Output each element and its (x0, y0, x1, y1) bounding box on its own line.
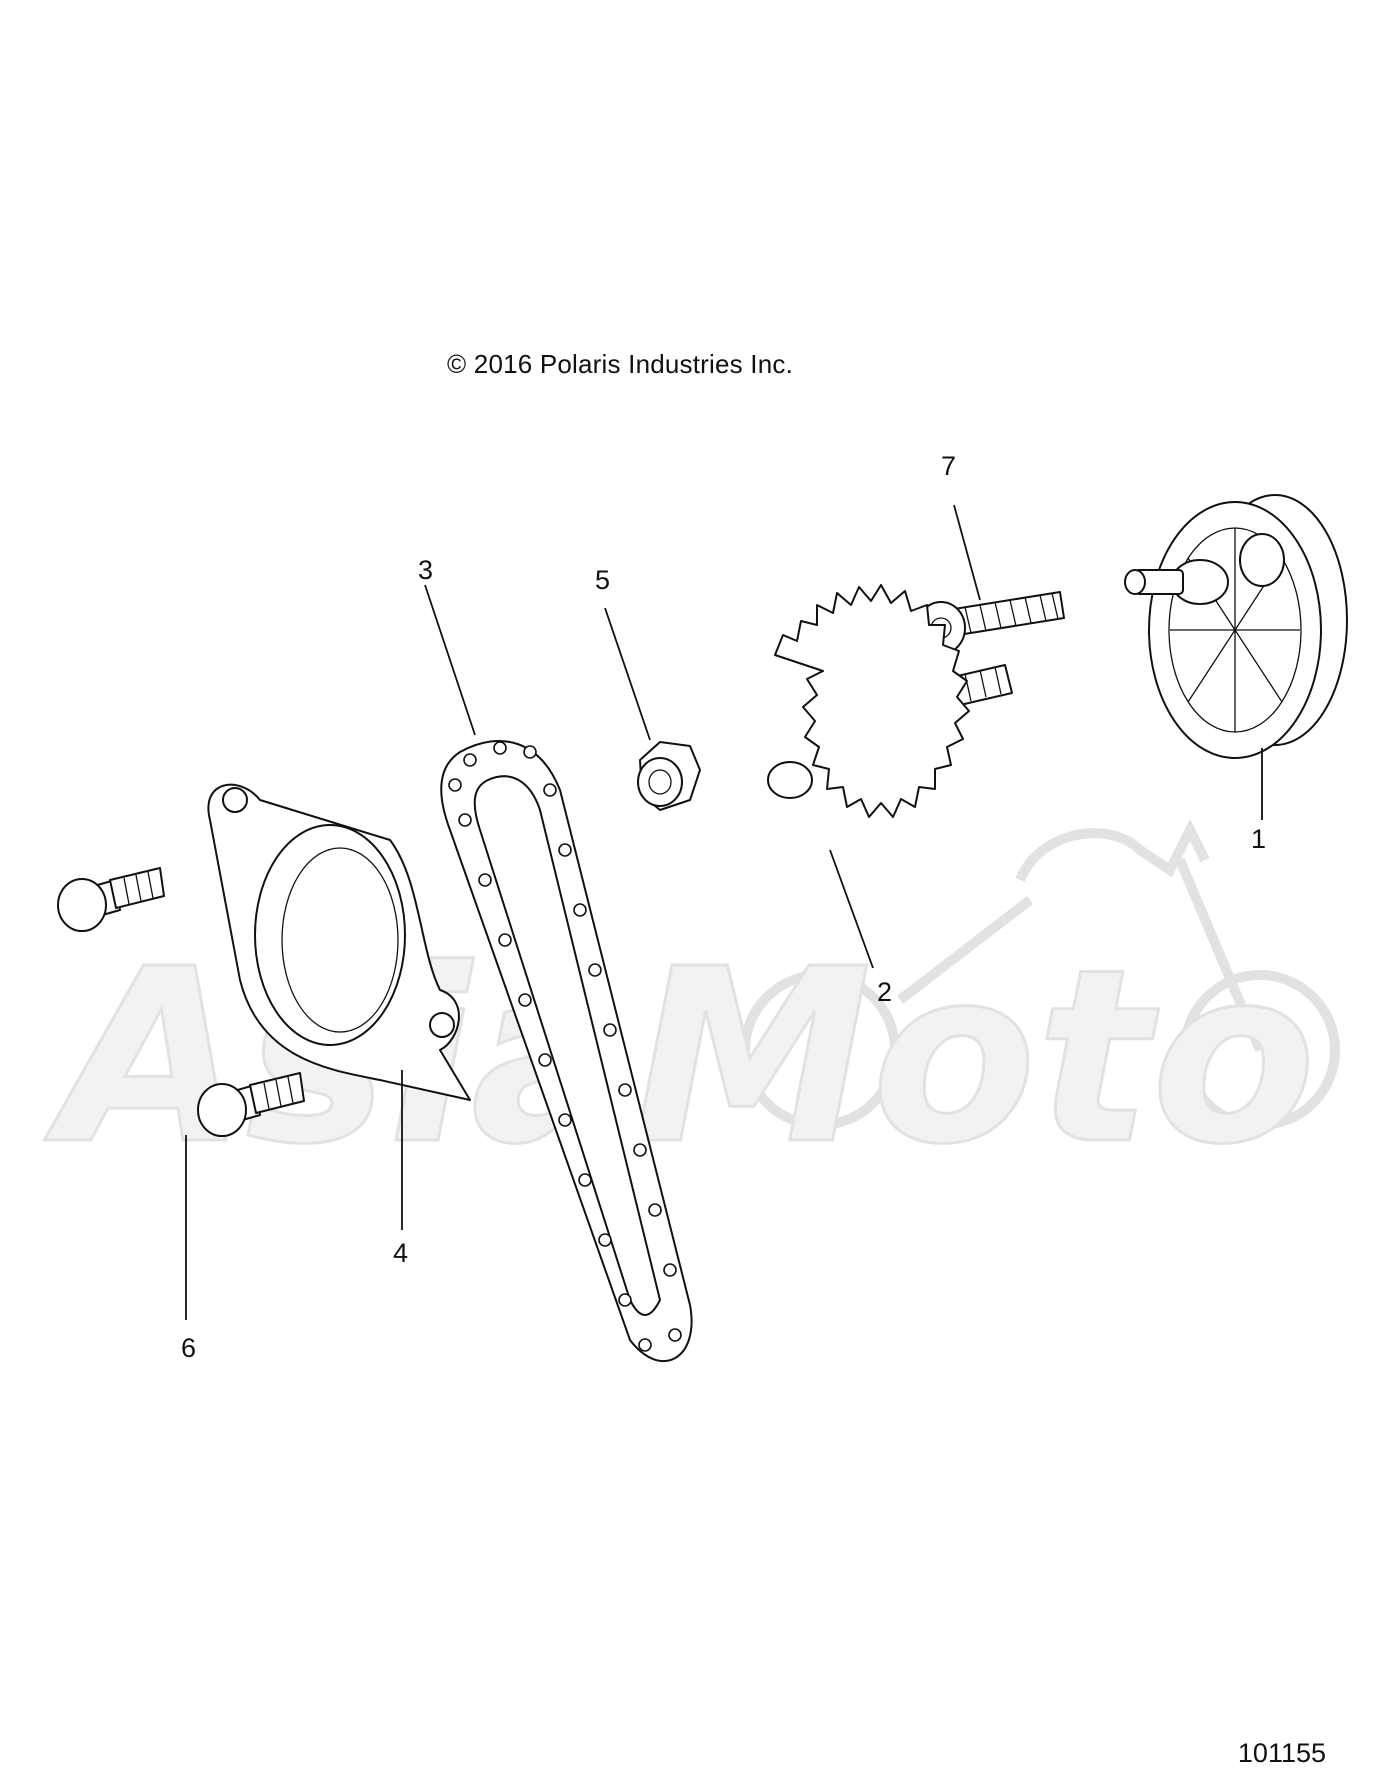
watermark-motorcycle-icon (740, 818, 1340, 1130)
chain-link-pins (448, 741, 682, 1352)
flange-bolt-lower (197, 1072, 305, 1137)
oil-pump (1124, 494, 1348, 759)
drive-chain (440, 739, 693, 1362)
drawing-number: 101155 (1237, 1738, 1326, 1768)
leader-lines (185, 504, 1263, 1320)
callout-6: 6 (181, 1333, 196, 1363)
callout-1: 1 (1251, 824, 1266, 854)
sprocket (767, 584, 970, 818)
flange-nut (637, 741, 701, 811)
callout-7: 7 (941, 451, 956, 481)
seal-plate (207, 783, 471, 1101)
callout-3: 3 (418, 555, 433, 585)
callout-5: 5 (595, 565, 610, 595)
flange-bolt-upper (57, 867, 165, 932)
callout-4: 4 (393, 1238, 408, 1268)
callouts: 1 2 3 4 5 6 7 (181, 451, 1266, 1363)
watermark-text: AsiaMoto (44, 917, 1316, 1197)
callout-2: 2 (877, 977, 892, 1007)
copyright-notice: © 2016 Polaris Industries Inc. (447, 349, 793, 379)
